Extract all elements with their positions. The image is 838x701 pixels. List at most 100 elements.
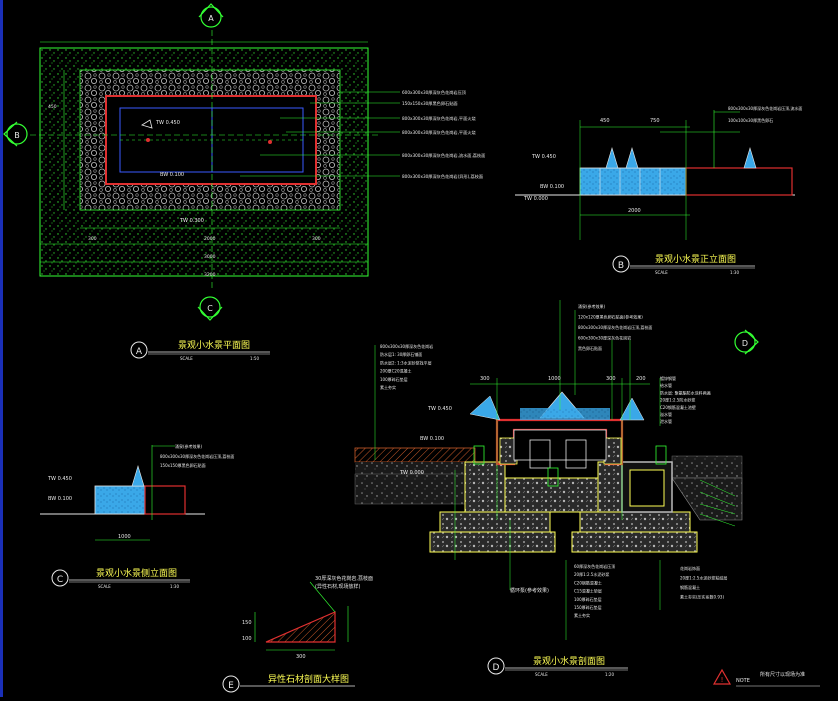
section-d-dimension: 300 [480,376,490,382]
section-d-level: BW 0.100 [420,436,444,442]
elevation-c-notes: 涌泉(参考效果) 800x300x30厚深灰色花岗岩压顶,荔枝面 150x150厚黑… [160,443,234,468]
plan-dimension: 2000 [204,236,216,242]
elevation-b-note: 800x300x30厚深灰色花岗岩压顶,流水面 [728,105,802,111]
plan-level-mark: BW 0.100 [160,172,184,178]
section-d-note: 素土夯实 [574,612,590,618]
elevation-c-note: 涌泉(参考效果) [175,443,203,449]
elevation-c-level: TW 0.450 [47,476,72,482]
title-scale: 1:30 [730,270,739,275]
compass-marker-left: B [3,121,28,147]
title-scale: SCALE [655,270,668,275]
elevation-view-c [40,445,205,541]
elevation-b-dimension: 750 [650,118,660,124]
section-d-note: 防水层2: 1:3水泥砂浆找平层 [380,359,432,365]
title-block-a: A 景观小水景平面图 SCALE 1:50 [130,339,270,361]
section-d-note: C20钢筋混凝土池壁 [660,404,696,410]
section-d-note: 20厚1:2.5水泥砂浆粘结层 [680,575,727,581]
elevation-b-level: TW 0.000 [523,196,548,202]
section-d-note: C15混凝土垫层 [574,588,602,594]
section-view-d [354,300,743,640]
section-d-note: 素土夯实 [380,384,396,390]
section-d-note: 素土夯实(压实系数0.93) [680,594,724,600]
compass-label: A [208,14,214,23]
footer-warning: NOTE [736,678,750,684]
title-scale: 1:20 [605,672,614,677]
section-d-notes-top: 涌泉(参考效果)120x120厚黑色卵石贴面(参考效果)800x300x30厚深… [578,303,652,351]
section-d-note: 黑色卵石贴面 [578,345,602,351]
section-d-note: 800x300x30厚深灰色花岗岩压顶,荔枝面 [578,324,652,330]
section-d-note: 100厚碎石垫层 [574,596,602,602]
title-scale: 1:30 [170,584,179,589]
footer-note: ! NOTE 所有尺寸以现场为准 [712,668,820,687]
title-label: 景观小水景剖面图 [533,655,605,667]
plan-view-a [30,30,400,290]
section-d-note: 20厚1:2.5防水砂浆 [660,397,695,403]
detail-e-dimension: 100 [242,636,252,642]
section-d-level: TW 0.450 [427,406,452,412]
elevation-c-note: 800x300x30厚深灰色花岗岩压顶,荔枝面 [160,453,234,459]
title-label: 景观小水景平面图 [178,339,250,351]
compass-label: B [14,131,20,140]
plan-note: 800x300x30厚深灰色花岗岩,流水面,荔枝面 [402,152,485,159]
title-marker: E [228,681,234,691]
title-scale: SCALE [180,356,193,361]
section-d-note: 涌泉(参考效果) [578,303,606,309]
elevation-c-levels: TW 0.450 BW 0.100 [47,476,72,502]
plan-dimensions: 300 2000 300 3000 3200 450 [48,104,321,278]
detail-view-e [254,581,349,651]
plan-dimension: 3000 [204,254,216,260]
section-d-note: 100厚碎石垫层 [380,376,408,382]
elevation-c-note: 150x150厚黑色卵石贴面 [160,462,206,468]
title-label: 景观小水景正立面图 [655,253,736,265]
title-scale: SCALE [535,672,548,677]
compass-label: D [742,339,748,348]
section-d-note: 溢水管 [660,411,672,417]
plan-note: 800x300x30厚深灰色花岗岩(异形),荔枝面 [402,173,483,180]
elevation-b-level: BW 0.100 [540,184,564,190]
elevation-b-dimension: 450 [600,118,610,124]
plan-note: 600x300x30厚深灰色花岗岩压顶 [402,89,467,96]
title-marker: A [136,347,143,357]
plan-dimension: 450 [48,104,57,110]
elevation-c-dimension: 1000 [118,534,131,540]
plan-dimension: 3200 [204,272,216,278]
plan-dimension: 300 [88,236,97,242]
section-d-note: 20厚1:2.5水泥砂浆 [574,571,609,577]
detail-e-dimension: 300 [296,654,306,660]
plan-dimension: 300 [312,236,321,242]
compass-label: C [207,304,213,313]
detail-e-note: (异性石材,现场放样) [315,583,361,590]
elevation-c-level: BW 0.100 [48,496,72,502]
footer-text: 所有尺寸以现场为准 [760,671,805,678]
section-d-pump-label: 循环泵(参考效果) [510,587,549,594]
section-d-level: TW 0.000 [399,470,424,476]
title-block-c: C 景观小水景侧立面图 SCALE 1:30 [51,567,190,589]
section-d-dimension: 300 [606,376,616,382]
compass-marker-right: D [734,329,759,355]
section-d-dimension: 200 [636,376,646,382]
title-block-d: D 景观小水景剖面图 SCALE 1:20 [487,655,628,677]
section-d-note: 钢筋混凝土 [680,584,700,590]
plan-note: 150x150x30厚黑色卵石贴面 [402,100,458,107]
plan-level-mark: TW 0.300 [179,218,204,224]
section-d-levels: TW 0.450 BW 0.100 TW 0.000 [399,406,452,476]
title-label: 异性石材剖面大样图 [268,673,349,685]
compass-marker-bottom: C [197,296,223,321]
section-d-note: 镀锌钢管 [660,375,676,381]
plan-note: 800x300x30厚深灰色花岗岩,平面火烧 [402,115,476,122]
section-d-note: 150厚碎石垫层 [574,604,602,610]
section-d-note: 防水层: 聚氨酯防水涂料两遍 [660,389,711,395]
title-label: 景观小水景侧立面图 [96,567,177,579]
title-marker: C [57,575,63,585]
detail-e-note: 30厚深灰色花岗岩,荔枝面 [315,575,373,582]
compass-marker-top: A [198,3,224,28]
